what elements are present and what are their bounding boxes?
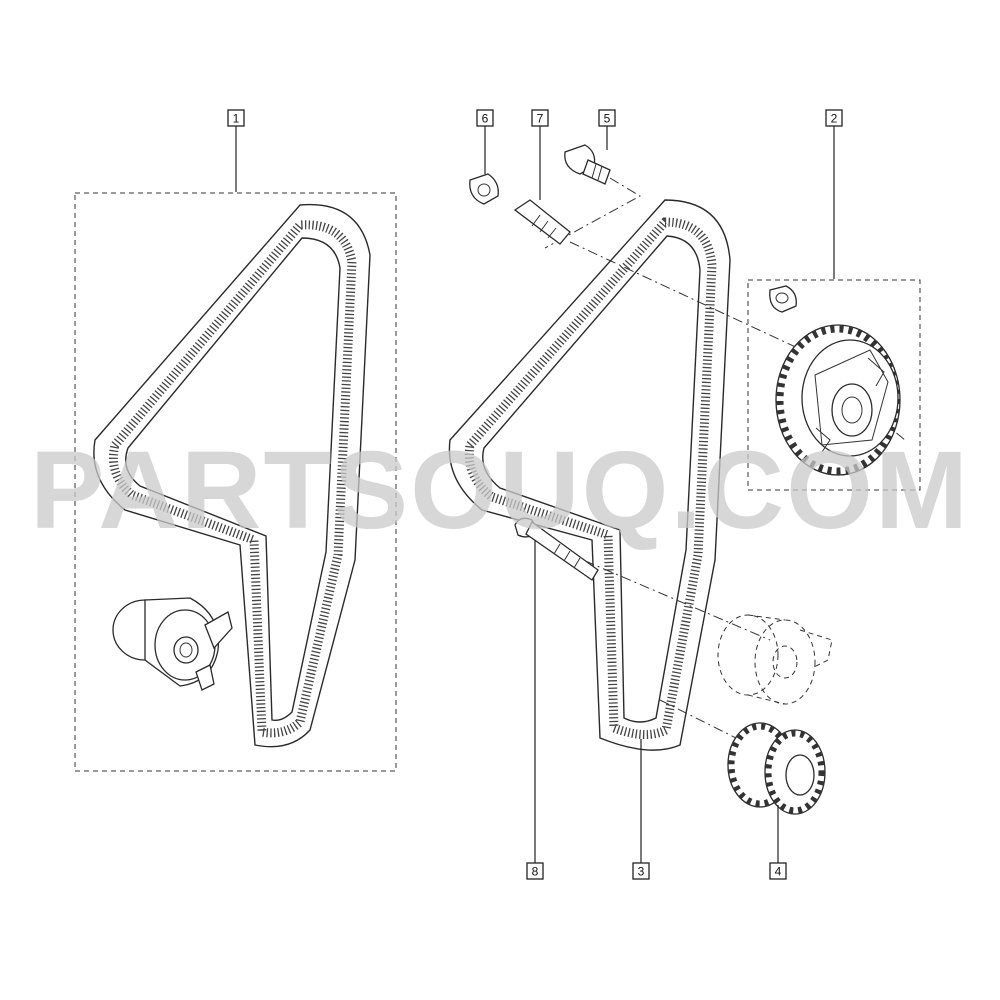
assembly-line-crank	[659, 699, 811, 776]
callout-3-label: 3	[638, 865, 645, 879]
right-assembly	[448, 144, 921, 815]
nut	[469, 173, 499, 205]
assembly-line-bolt	[544, 177, 642, 249]
timing-belt-kit-belt	[93, 203, 371, 748]
tensioner-roller	[112, 597, 233, 691]
camshaft-pulley-boundary	[747, 279, 921, 491]
callout-5: 5	[598, 109, 616, 127]
callout-8: 8	[526, 862, 544, 880]
callout-4-label: 4	[775, 865, 782, 879]
callout-2-label: 2	[831, 112, 838, 126]
callout-6-label: 6	[482, 112, 489, 126]
callout-8-label: 8	[532, 865, 539, 879]
camshaft-pulley	[769, 285, 901, 476]
callout-6: 6	[476, 109, 494, 127]
bolt	[564, 144, 611, 185]
idler-roller	[717, 614, 833, 705]
callout-7-label: 7	[537, 112, 544, 126]
long-bolt	[514, 517, 599, 581]
timing-belt	[448, 199, 731, 751]
leader-lines	[235, 126, 835, 863]
callout-3: 3	[632, 862, 650, 880]
stud	[513, 199, 571, 245]
crankshaft-sprocket	[727, 722, 826, 815]
callout-7: 7	[531, 109, 549, 127]
timing-kit-group	[74, 192, 397, 772]
callout-1-label: 1	[233, 112, 240, 126]
callout-2: 2	[825, 109, 843, 127]
callout-4: 4	[769, 862, 787, 880]
watermark: PARTSOUQ.COM	[30, 429, 970, 552]
callout-5-label: 5	[604, 112, 611, 126]
callout-1: 1	[227, 109, 245, 127]
